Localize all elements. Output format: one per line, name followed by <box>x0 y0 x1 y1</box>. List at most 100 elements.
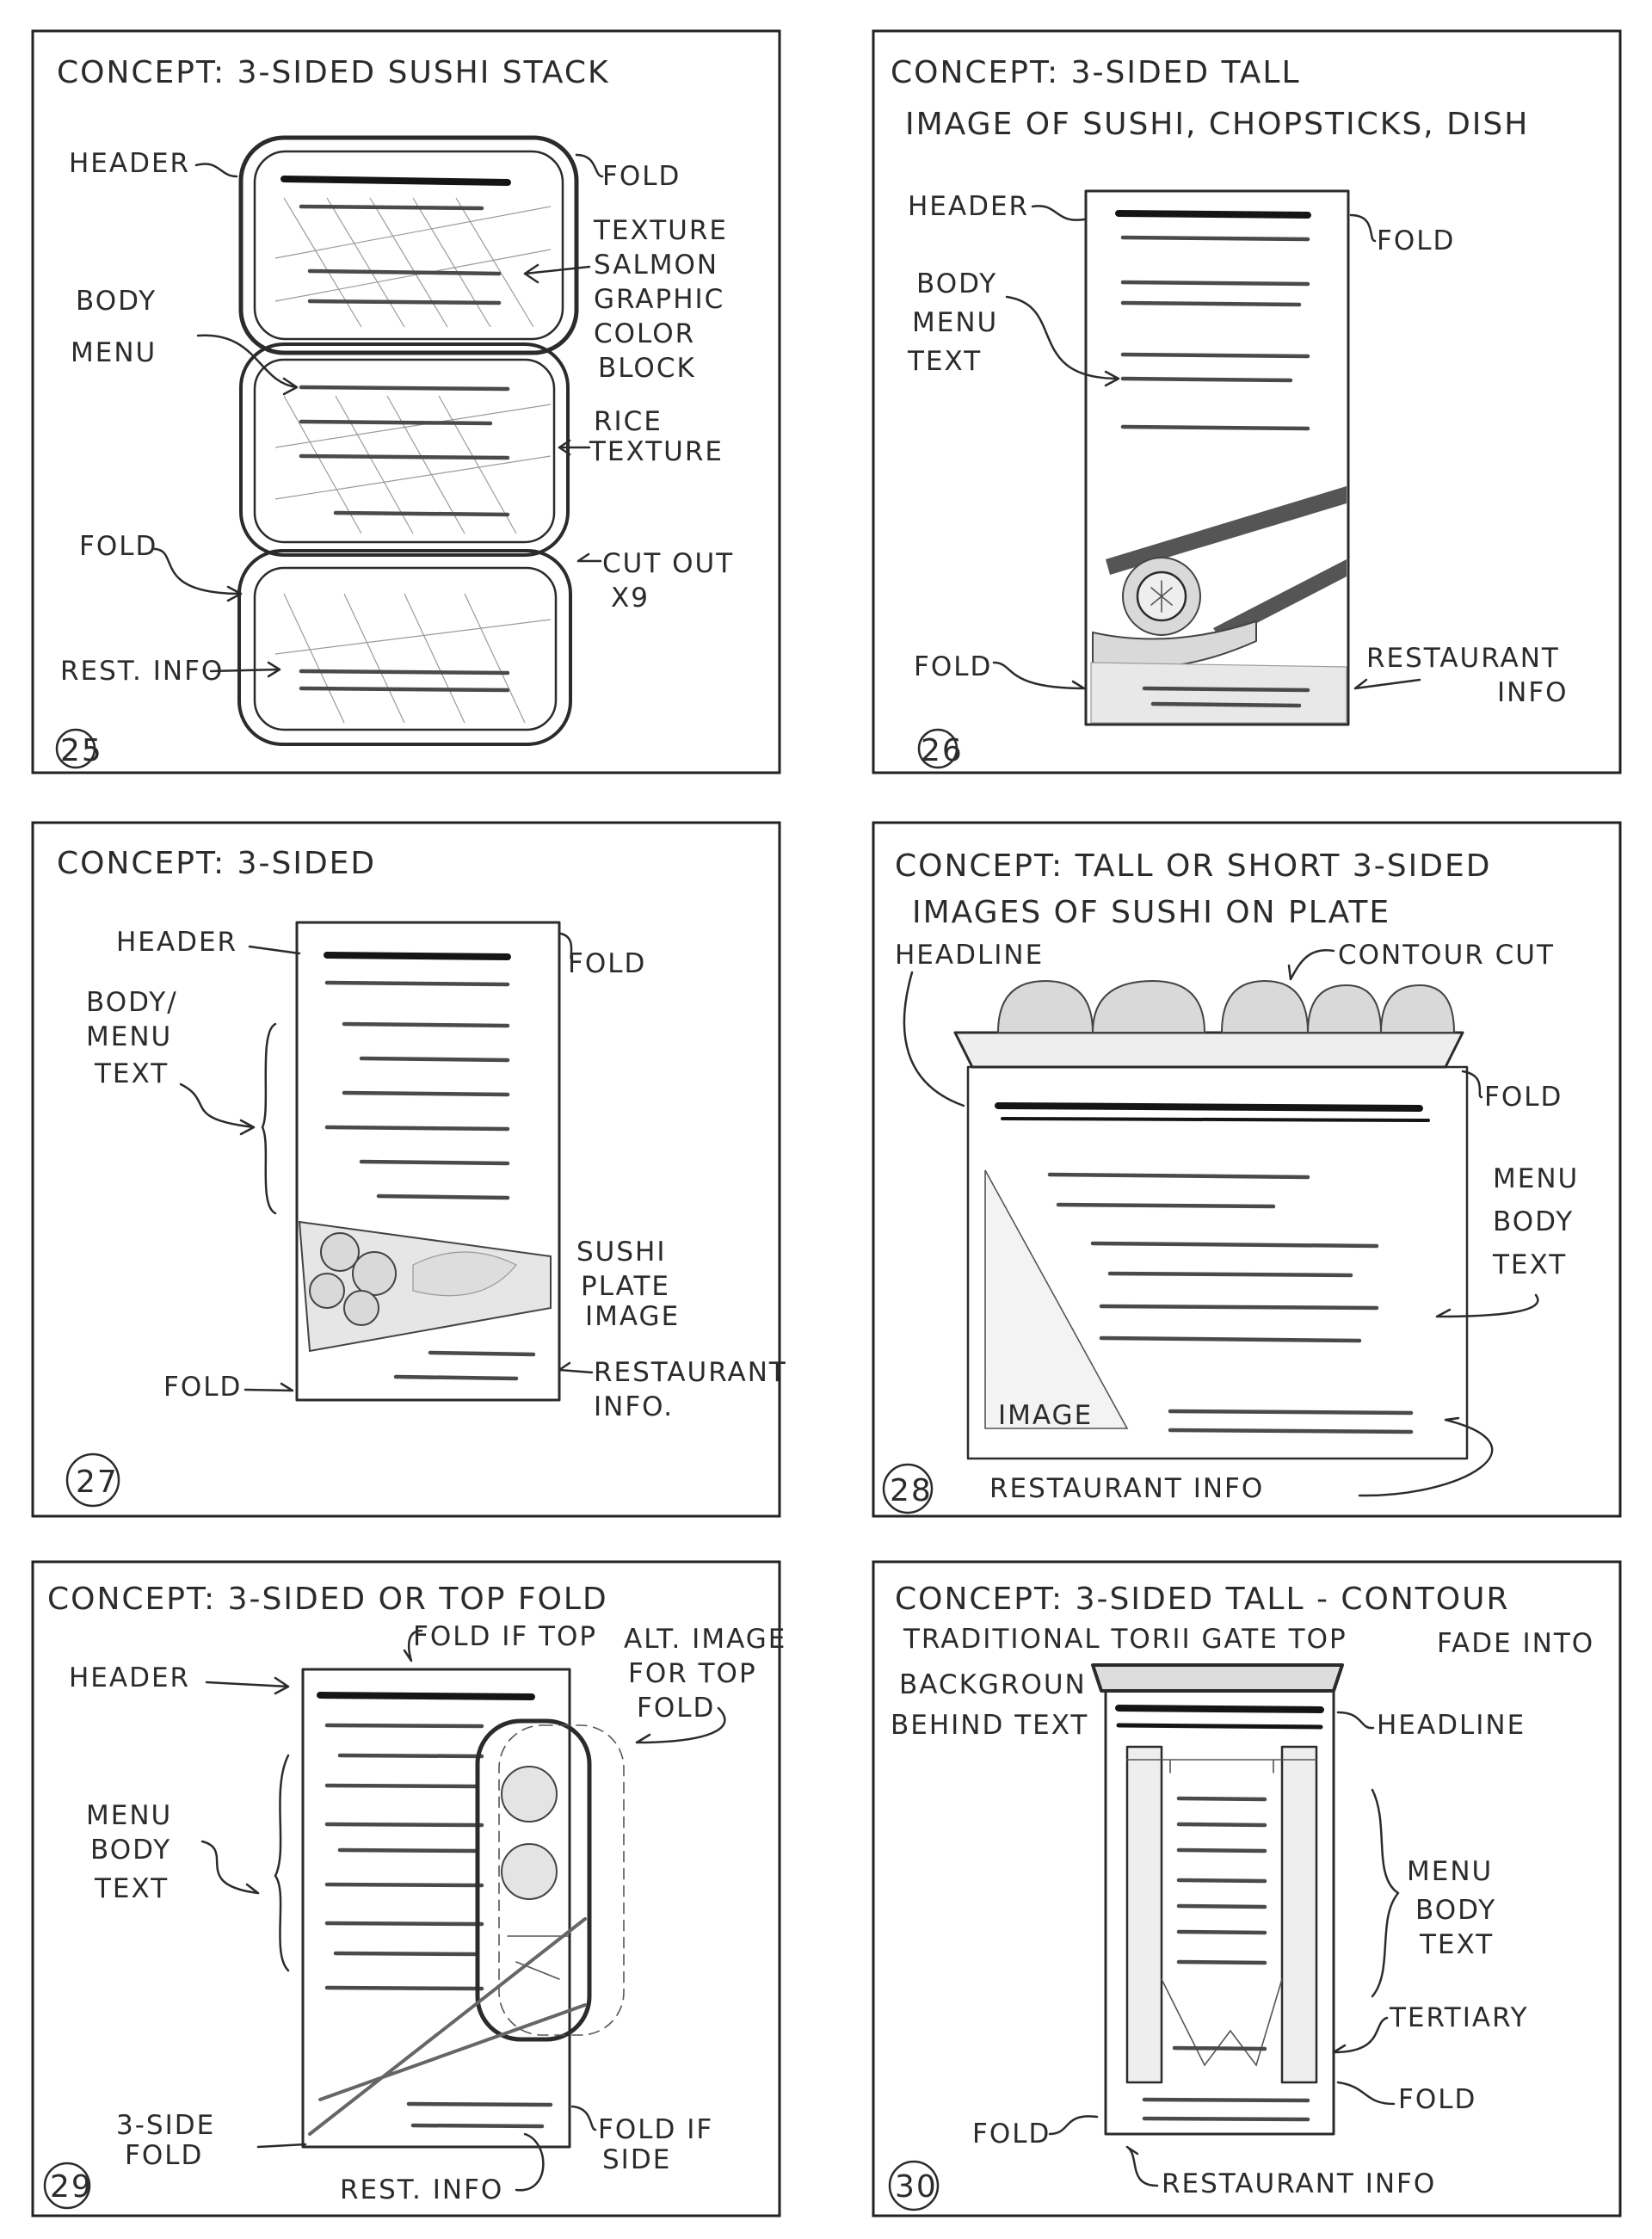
menu-label: MENU <box>912 307 998 338</box>
body-label: BODY/ <box>86 987 178 1018</box>
arrow <box>194 163 238 178</box>
panel-number: 30 <box>895 2169 938 2205</box>
menu-label: MENU <box>86 1800 172 1831</box>
panel-30-frame <box>872 1560 1622 2217</box>
panel-26-title: CONCEPT: 3-SIDED TALL <box>891 55 1301 90</box>
panel-26: CONCEPT: 3-SIDED TALL IMAGE OF SUSHI, CH… <box>872 29 1622 774</box>
tertiary-label: TERTIARY <box>1389 2002 1529 2033</box>
rest-info-label: REST. INFO <box>340 2174 503 2205</box>
salmon-label: SALMON <box>594 250 718 281</box>
panel-27-title: CONCEPT: 3-SIDED <box>57 846 376 881</box>
fold-side-label: FOLD <box>125 2140 203 2171</box>
cut-out-label: CUT OUT <box>602 548 734 579</box>
plate-label: PLATE <box>581 1271 670 1302</box>
fold-left-label: FOLD <box>972 2119 1051 2150</box>
side-label: SIDE <box>602 2144 671 2175</box>
header-label: HEADER <box>116 927 237 958</box>
fold-if-label: FOLD IF <box>598 2114 713 2145</box>
header-label: HEADER <box>69 1662 190 1693</box>
three-side-label: 3-SIDE <box>116 2110 215 2141</box>
graphic-label: GRAPHIC <box>594 284 724 315</box>
rice-label: RICE <box>594 406 663 437</box>
panel-28: CONCEPT: TALL OR SHORT 3-SIDED IMAGES OF… <box>872 821 1622 1518</box>
menu-label: MENU <box>86 1021 172 1052</box>
menu-label: MENU <box>1407 1856 1493 1887</box>
sushi-plate-sketch <box>953 979 1469 1460</box>
panel-28-frame <box>872 821 1622 1518</box>
text-label: TEXT <box>1419 1929 1494 1960</box>
behind-text-label: BEHIND TEXT <box>891 1710 1088 1741</box>
menu-label: MENU <box>1493 1163 1579 1194</box>
headline-label: HEADLINE <box>895 940 1044 971</box>
body-label: BODY <box>916 268 997 299</box>
x9-label: X9 <box>611 583 650 614</box>
fold-bottom-label: FOLD <box>163 1372 242 1403</box>
panel-25: CONCEPT: 3-SIDED SUSHI STACK HEADER F <box>31 29 781 774</box>
tall-menu-sketch <box>1084 189 1350 726</box>
for-top-label: FOR TOP <box>628 1658 757 1689</box>
rest-info-label: REST. INFO <box>60 656 224 687</box>
text-label: TEXT <box>1492 1249 1567 1280</box>
info-label: INFO <box>1497 677 1569 708</box>
contour-cut-label: CONTOUR CUT <box>1338 940 1555 971</box>
panel-26-subtitle: IMAGE OF SUSHI, CHOPSTICKS, DISH <box>905 107 1529 142</box>
body-label: BODY <box>76 286 157 317</box>
text-label: TEXT <box>94 1873 169 1904</box>
panel-27: CONCEPT: 3-SIDED HEADER FOLD BODY/ MENU … <box>31 821 787 1518</box>
panel-30: CONCEPT: 3-SIDED TALL - CONTOUR TRADITIO… <box>872 1560 1622 2217</box>
fade-into-label: FADE INTO <box>1437 1628 1594 1659</box>
body-label: BODY <box>1493 1206 1574 1237</box>
panel-29-frame <box>31 1560 781 2217</box>
panel-28-subtitle: IMAGES OF SUSHI ON PLATE <box>912 895 1390 930</box>
menu-sketch <box>295 921 561 1402</box>
body-label: BODY <box>1415 1895 1496 1926</box>
panel-29-title: CONCEPT: 3-SIDED OR TOP FOLD <box>47 1582 608 1617</box>
panel-number: 29 <box>50 2169 93 2205</box>
panel-number: 28 <box>890 1473 933 1508</box>
header-label: HEADER <box>908 191 1029 222</box>
sushi-stack-sketch <box>237 135 579 746</box>
headline-label: HEADLINE <box>1377 1710 1526 1741</box>
fold-if-top-label: FOLD IF TOP <box>413 1621 597 1652</box>
fold-label: FOLD <box>1377 225 1455 256</box>
panel-number: 26 <box>921 733 964 768</box>
alt-image-label: ALT. IMAGE <box>624 1624 786 1655</box>
panel-28-title: CONCEPT: TALL OR SHORT 3-SIDED <box>895 848 1491 884</box>
restaurant-info-label: RESTAURANT INFO <box>1162 2168 1436 2199</box>
panel-27-frame <box>31 821 781 1518</box>
sushi-label: SUSHI <box>576 1237 667 1268</box>
panel-29: CONCEPT: 3-SIDED OR TOP FOLD FOLD IF TOP… <box>31 1560 786 2217</box>
fold-bottom-label: FOLD <box>914 651 992 682</box>
panel-number: 27 <box>76 1465 119 1500</box>
block-label: BLOCK <box>598 353 696 384</box>
image-label: IMAGE <box>998 1400 1093 1431</box>
panel-30-subtitle: TRADITIONAL TORII GATE TOP <box>903 1624 1347 1655</box>
fold-label: FOLD <box>1484 1082 1563 1113</box>
texture-label: TEXTURE <box>593 215 728 246</box>
alt-image-sketch <box>475 1718 592 2042</box>
fold-mid-label: FOLD <box>79 531 157 562</box>
panel-25-frame <box>31 29 781 774</box>
fold-label: FOLD <box>568 948 646 979</box>
menu-label: MENU <box>71 337 157 368</box>
fold-label: FOLD <box>602 161 681 192</box>
rice-texture-label: TEXTURE <box>589 436 724 467</box>
restaurant-label: RESTAURANT <box>1366 643 1560 674</box>
restaurant-info-label: RESTAURANT INFO <box>989 1473 1264 1504</box>
color-label: COLOR <box>594 318 695 349</box>
panel-30-title: CONCEPT: 3-SIDED TALL - CONTOUR <box>895 1582 1510 1617</box>
fold-alt-label: FOLD <box>637 1693 715 1724</box>
image-label: IMAGE <box>585 1301 680 1332</box>
restaurant-label: RESTAURANT <box>594 1357 787 1388</box>
background-label: BACKGROUN <box>899 1669 1087 1700</box>
menu-sketch <box>301 1668 571 2149</box>
chopstick <box>1106 486 1347 575</box>
torii-gate-sketch <box>1091 1663 1344 2136</box>
body-label: BODY <box>90 1835 171 1866</box>
info-label: INFO. <box>594 1391 674 1422</box>
text-label: TEXT <box>907 346 982 377</box>
panel-25-title: CONCEPT: 3-SIDED SUSHI STACK <box>57 55 610 90</box>
fold-right-label: FOLD <box>1398 2084 1476 2115</box>
panel-number: 25 <box>60 733 103 768</box>
header-label: HEADER <box>69 148 190 179</box>
